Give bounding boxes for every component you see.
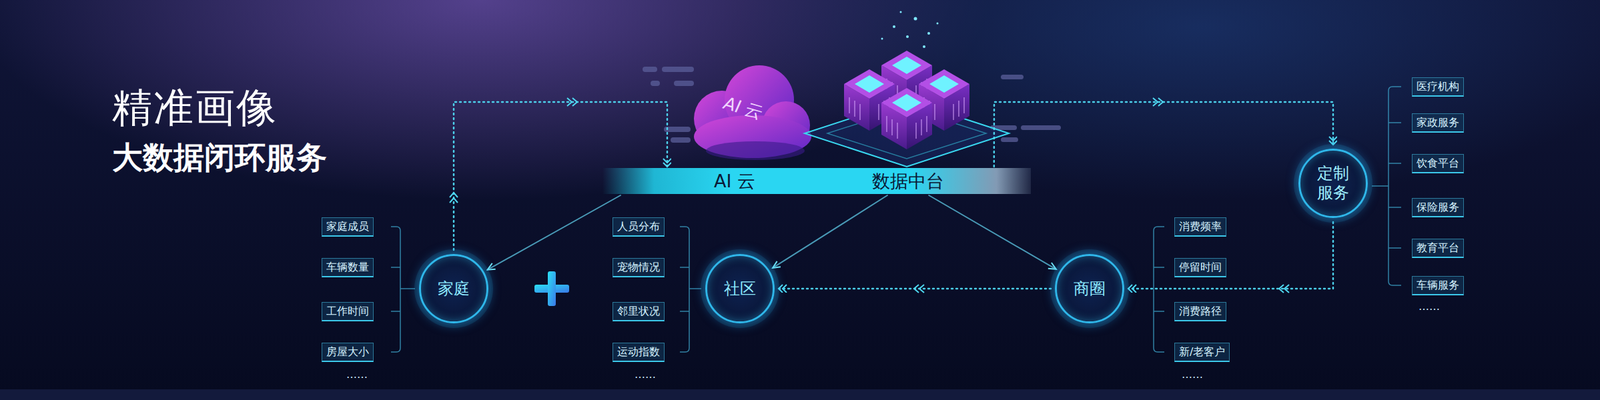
tag-text: 消费频率 [1178,220,1222,233]
node-text: AI 云 [681,168,788,195]
subtitle: 大数据闭环服务 [112,137,327,179]
dotted-flow [994,102,1334,167]
hub-circle: 商圈 [1054,254,1125,324]
tag-text: 家政服务 [1416,116,1460,129]
attribute-tag: 车辆服务 [1411,276,1464,296]
attribute-tag: 工作时间 [321,302,374,322]
tag-text: 工作时间 [326,304,369,318]
ellipsis: …… [1181,368,1204,381]
attribute-tag: 消费路径 [1174,302,1227,322]
tag-text: 教育平台 [1416,241,1460,255]
attribute-tag: 运动指数 [612,342,665,363]
cloud-label: AI 云 [719,92,768,125]
tag-text: 车辆服务 [1416,278,1460,292]
ellipsis: …… [1418,300,1440,313]
attribute-tag: 邻里状况 [612,302,665,322]
tag-text: 车辆数量 [326,260,369,274]
dotted-flow [778,288,1051,291]
tag-text: 消费路径 [1178,304,1222,318]
tag-text: 保险服务 [1416,200,1460,214]
attribute-tag: 房屋大小 [321,342,374,363]
node-text: 定制 服务 [1312,164,1354,203]
tag-text: 人员分布 [617,220,660,233]
attribute-tag: 宠物情况 [612,258,665,278]
tag-text: 家庭成员 [326,220,369,233]
data-link [928,195,1057,270]
hub-circle: 定制 服务 [1298,148,1368,219]
attribute-tag: 家庭成员 [321,217,374,237]
attribute-tag: 车辆数量 [321,258,374,278]
platform-band: AI 云 数据中台 [602,168,1031,195]
tag-text: 运动指数 [617,345,660,359]
attribute-tag: 教育平台 [1411,238,1464,259]
attribute-tag: 停留时间 [1174,258,1227,278]
tag-text: 房屋大小 [326,345,369,359]
attribute-tag: 饮食平台 [1411,154,1464,174]
attribute-tag: 保险服务 [1411,198,1464,218]
data-link [487,195,621,271]
tag-text: 停留时间 [1178,260,1222,274]
tag-text: 邻里状况 [617,304,660,318]
tag-text: 新/老客户 [1178,345,1226,359]
tag-text: 饮食平台 [1416,156,1460,170]
tag-text: 宠物情况 [617,260,660,274]
attribute-tag: 医疗机构 [1411,77,1464,97]
tag-text: 医疗机构 [1416,80,1460,93]
attribute-tag: 家政服务 [1411,113,1464,133]
hub-circle: 社区 [705,254,775,324]
title: 精准画像 [112,81,278,136]
node-text: 家庭 [437,279,470,299]
hub-circle: 家庭 [419,254,489,324]
node-text: 商圈 [1073,279,1106,299]
attribute-tag: 消费频率 [1174,217,1227,237]
attribute-tag: 新/老客户 [1174,342,1230,363]
dotted-flow [1128,222,1334,289]
attribute-tag: 人员分布 [612,217,665,237]
node-text: 数据中台 [854,168,962,195]
ellipsis: …… [634,368,656,381]
ellipsis: …… [346,368,368,381]
data-link [772,195,888,269]
node-text: 社区 [723,279,756,299]
